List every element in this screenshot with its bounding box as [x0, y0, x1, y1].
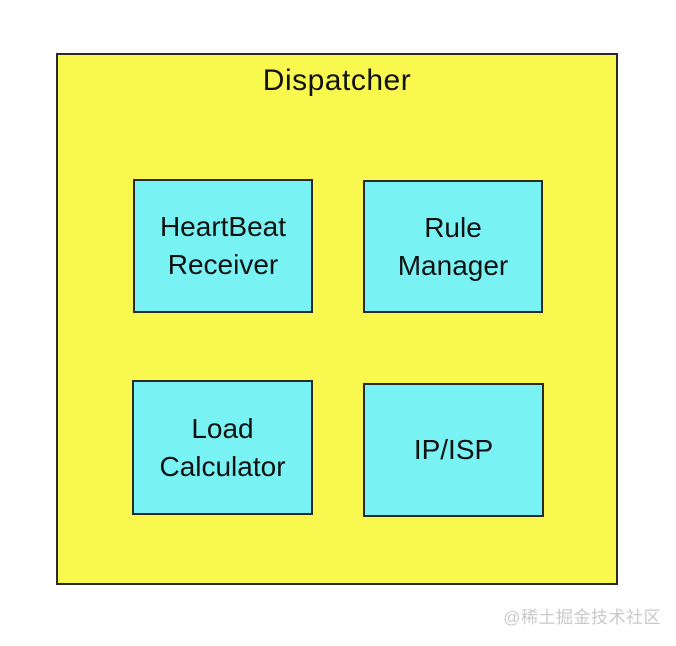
node-load-calculator: Load Calculator: [132, 380, 313, 515]
dispatcher-container: Dispatcher HeartBeat Receiver Rule Manag…: [56, 53, 618, 585]
node-ip-isp: IP/ISP: [363, 383, 544, 517]
diagram-title: Dispatcher: [262, 64, 412, 97]
node-heartbeat-receiver: HeartBeat Receiver: [133, 179, 313, 313]
node-rule-manager: Rule Manager: [363, 180, 543, 313]
watermark: @稀土掘金技术社区: [503, 608, 661, 627]
